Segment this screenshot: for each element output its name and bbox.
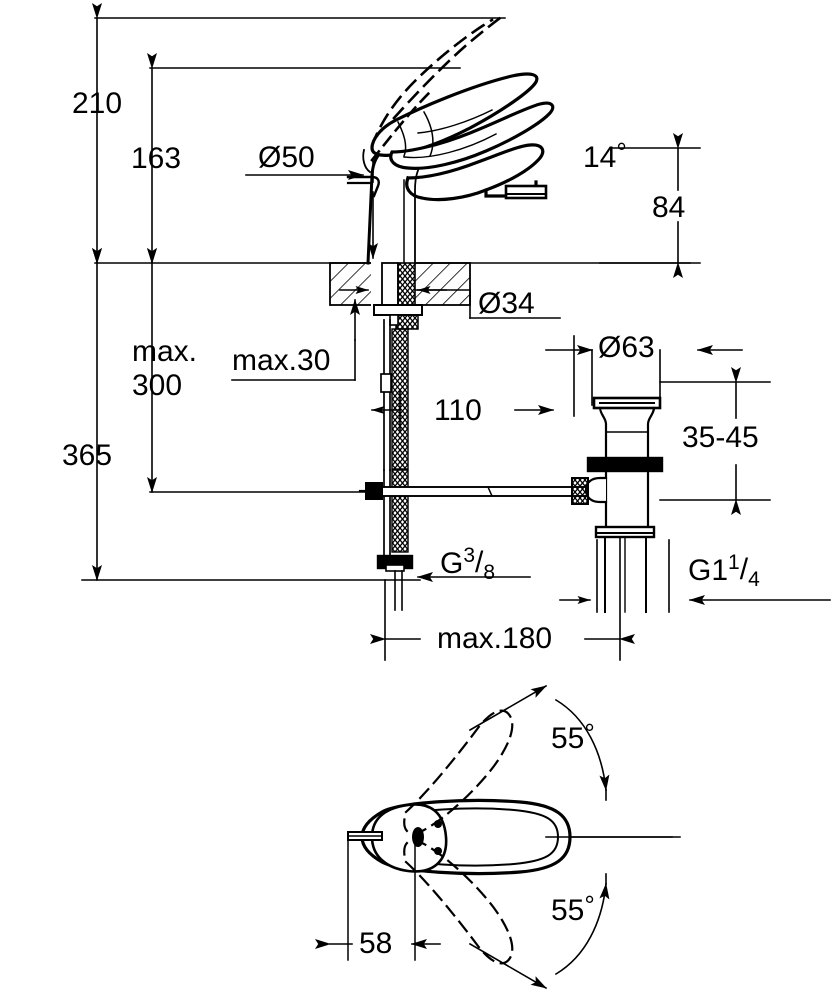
max-word: max.: [132, 335, 198, 368]
dimension-label-swivel-upper: 55°: [551, 718, 595, 755]
dimension-label-basin-thickness: 35-45: [682, 421, 759, 454]
dimension-label-waste-offset: 110: [434, 394, 482, 427]
dimension-label-spout-height: 163: [131, 142, 182, 175]
waste-thread-letter: G1: [688, 554, 729, 587]
dimension-label-shank-diameter: Ø34: [478, 287, 535, 320]
dimension-label-supply-thread: G3/8: [440, 544, 496, 584]
supply-thread-letter: G: [440, 547, 464, 580]
dimension-label-handle-offset: 58: [359, 927, 393, 960]
dimension-label-handle-ring-diameter: Ø50: [258, 141, 315, 174]
dimension-label-swivel-lower: 55°: [551, 890, 595, 927]
degree-symbol-lever: °: [616, 137, 627, 167]
dimension-label-spout-reach: 84: [652, 191, 686, 224]
dimension-label-max-hose: max. 300: [132, 335, 197, 402]
max-value: 300: [132, 368, 183, 402]
dimension-label-total-depth: 365: [62, 439, 113, 472]
dimension-label-overall-height: 210: [72, 87, 123, 120]
dimension-label-flange-diameter: Ø63: [598, 331, 655, 364]
waste-thread-fraction: 1/4: [728, 551, 760, 591]
dimension-label-max-deck-thickness: max.30: [232, 344, 331, 377]
degree-symbol-lower: °: [584, 890, 595, 920]
dimension-label-max-supply-spread: max.180: [437, 622, 553, 655]
dimension-label-waste-thread: G11/4: [688, 551, 760, 591]
supply-thread-fraction: 3/8: [463, 544, 496, 584]
degree-symbol-upper: °: [584, 718, 595, 748]
dimension-label-lever-angle: 14°: [583, 137, 627, 174]
